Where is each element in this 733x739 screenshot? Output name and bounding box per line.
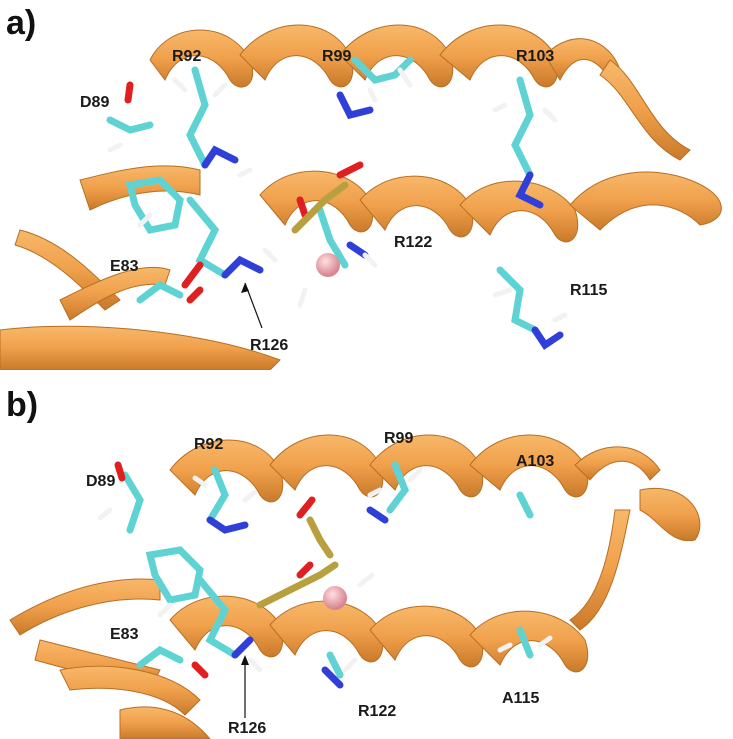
residue-label: R92 (194, 436, 224, 453)
protein-structure-a (0, 24, 722, 370)
residue-label: R99 (322, 48, 352, 65)
top-helix-ribbon (169, 434, 701, 631)
pointer-arrow-head (241, 655, 249, 665)
residue-label: A115 (502, 690, 540, 707)
panel-b: b) R92 R99 D89 A103 E83 R126 R122 A115 (0, 370, 733, 739)
residue-label: D89 (86, 473, 116, 490)
residue-label: D89 (80, 94, 110, 111)
protein-structure-b (9, 434, 701, 739)
residue-label: R122 (358, 703, 397, 720)
residue-label: R126 (228, 720, 267, 737)
ion-sphere (316, 253, 340, 277)
residue-label: R92 (172, 48, 202, 65)
residue-label: R115 (570, 282, 608, 299)
panel-a: a) R92 R99 R103 D89 R122 E83 R115 R126 (0, 4, 722, 370)
side-chain-sticks-b (97, 461, 553, 689)
residue-label: E83 (110, 626, 139, 643)
lower-helix-ribbon (9, 578, 589, 739)
residue-label: R99 (384, 430, 414, 447)
residue-label: R126 (250, 337, 289, 354)
residue-label: E83 (110, 258, 139, 275)
ion-sphere (323, 586, 347, 610)
pointer-arrow-head (241, 283, 249, 293)
panel-label: b) (6, 386, 39, 424)
panel-label: a) (6, 4, 37, 42)
side-chain-sticks-a (106, 56, 568, 350)
residue-label: R103 (516, 48, 555, 65)
residue-label: R122 (394, 234, 433, 251)
residue-label: A103 (516, 453, 555, 470)
top-helix-ribbon (149, 24, 691, 161)
lower-helix-ribbon (0, 165, 722, 370)
